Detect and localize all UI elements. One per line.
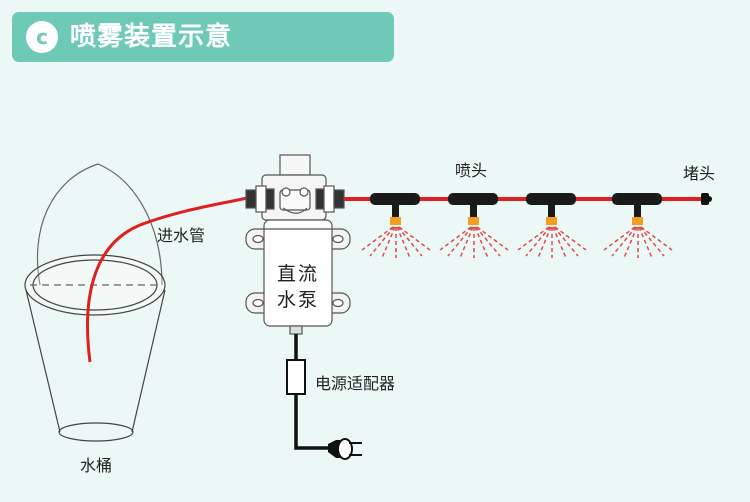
pump — [245, 154, 351, 335]
pump-label-line2: 水泵 — [276, 289, 319, 311]
page-title: 喷雾装置示意 — [70, 22, 233, 52]
pump-label-line1: 直流 — [276, 263, 319, 285]
c-circle-icon: c — [36, 25, 48, 49]
end-cap-label: 堵头 — [683, 164, 716, 183]
end-cap — [701, 193, 712, 205]
nozzle-label: 喷头 — [455, 161, 488, 180]
adapter-label: 电源适配器 — [315, 374, 396, 393]
badge: c — [26, 21, 58, 53]
plug-icon — [328, 438, 362, 460]
power-cable — [286, 334, 328, 450]
bucket-label: 水桶 — [80, 456, 113, 475]
nozzle-4 — [603, 193, 673, 259]
title-banner: c 喷雾装置示意 — [12, 12, 394, 62]
nozzle-1 — [361, 193, 431, 259]
inlet-tube — [86, 196, 248, 363]
inlet-pipe-label: 进水管 — [157, 226, 206, 245]
nozzle-3 — [517, 193, 587, 259]
nozzle-2 — [439, 193, 509, 259]
bucket — [24, 163, 166, 442]
